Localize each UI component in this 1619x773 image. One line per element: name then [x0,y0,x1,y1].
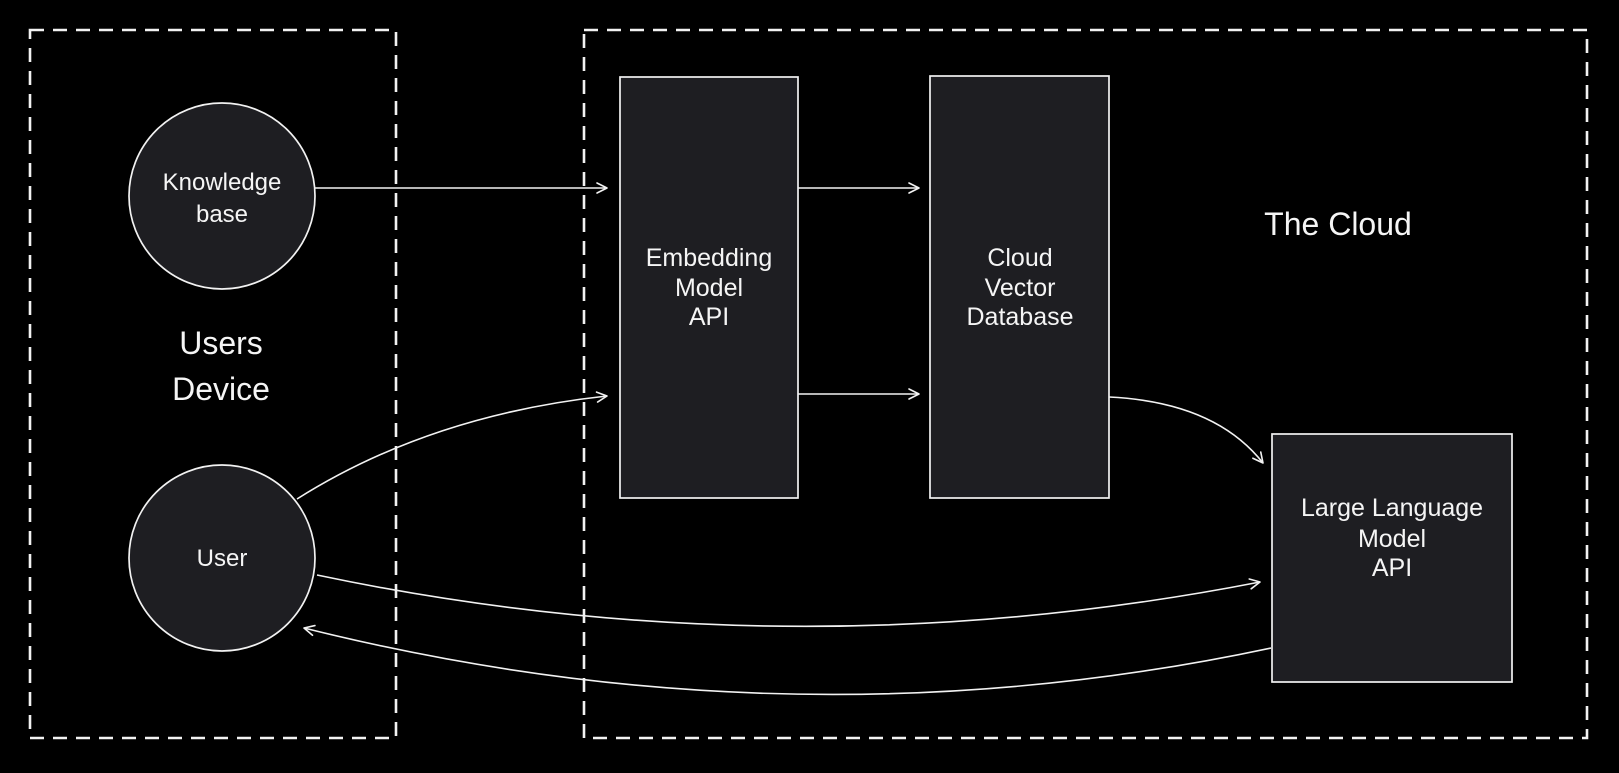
embedding-model-api-node [619,76,799,499]
users-device-label-line1: Users [179,325,263,361]
embedding-label-line3: API [689,303,729,331]
cloud-vector-database-label: Cloud Vector Database [966,244,1073,331]
arrow-llm-to-user [303,624,1272,696]
embedding-label-line1: Embedding [646,244,772,272]
user-label: User [197,545,248,572]
users-device-group-label: Users Device [172,325,270,407]
users-device-label-line2: Device [172,371,270,407]
cloud-vector-database-node [929,75,1110,499]
llm-label-line3: API [1372,554,1412,582]
the-cloud-boundary [582,28,1589,740]
knowledge-base-label: Knowledge base [163,169,282,228]
the-cloud-group-label: The Cloud [1264,206,1412,242]
embedding-model-api-label: Embedding Model API [646,244,772,331]
cloud-vector-label-line3: Database [966,303,1073,331]
embedding-label-line2: Model [675,274,743,302]
arrow-user-to-embedding [296,391,608,500]
knowledge-base-node [128,102,316,290]
large-language-model-api-node [1271,433,1513,683]
llm-label-line1: Large Language [1301,494,1483,522]
llm-label-line2: Model [1358,525,1426,553]
users-device-boundary [28,28,398,740]
arrow-user-to-llm [316,574,1261,628]
knowledge-base-label-line2: base [196,201,248,228]
large-language-model-api-label: Large Language Model API [1301,494,1483,582]
user-node [128,464,316,652]
knowledge-base-label-line1: Knowledge [163,169,282,196]
cloud-vector-label-line1: Cloud [987,244,1052,272]
arrow-cloud-vector-to-llm [1108,396,1264,464]
cloud-vector-label-line2: Vector [985,274,1056,302]
